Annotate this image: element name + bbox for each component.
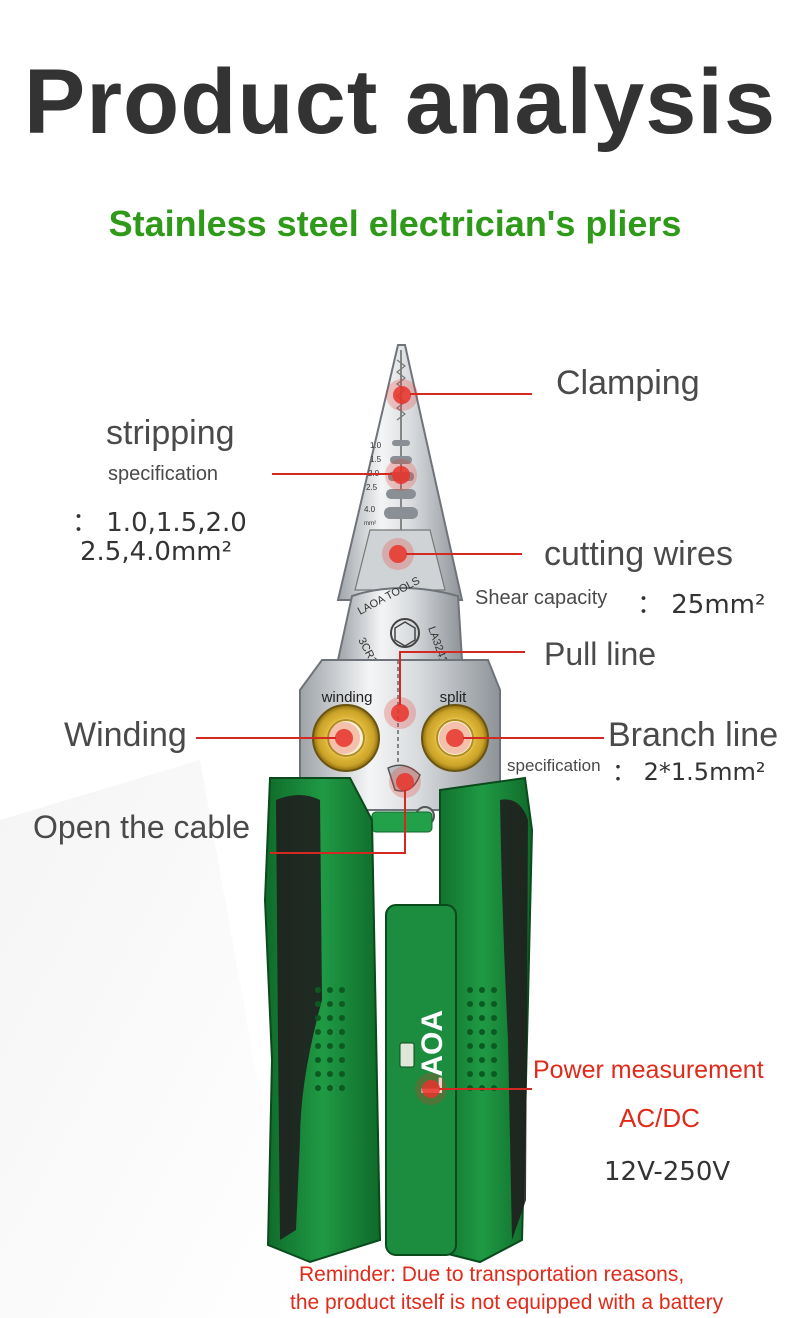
gauge-label-4: 2.5 [366,483,378,492]
callout-shear-label: Shear capacity [475,587,608,609]
callout-power-measurement: Power measurement [533,1056,764,1084]
callout-acdc: AC/DC [619,1103,700,1133]
callout-branch-line: Branch line [608,716,779,754]
callout-stripping-values-1: ： 1.0,1.5,2.0 [72,508,247,538]
callout-pull-line: Pull line [544,636,657,672]
callout-stripping-spec-label: specification [108,463,219,485]
gauge-label-2: 1.5 [370,455,382,464]
reminder-line-1: Reminder: Due to transportation reasons, [299,1263,685,1286]
callout-clamping: Clamping [556,364,700,402]
callout-winding: Winding [64,716,187,754]
callout-stripping-values-2: 2.5,4.0mm² [80,537,233,567]
hole-label-winding: winding [321,689,373,706]
callout-leader-lines [196,393,604,1090]
callout-shear-value: ： 25mm² [637,590,766,620]
page-subtitle: Stainless steel electrician's pliers [108,203,682,244]
callout-markers [328,379,471,1105]
gauge-unit: mm² [364,521,376,527]
callout-stripping: stripping [106,414,235,452]
reminder-line-2: the product itself is not equipped with … [290,1291,724,1314]
grip-dots [315,987,497,1091]
pliers-left-handle [263,777,382,1264]
callout-voltage-range: 12V-250V [604,1157,731,1187]
callout-branch-spec-label: specification [507,756,601,775]
hole-label-split: split [440,689,468,706]
voltage-tester-module [385,904,457,1256]
callout-cutting-wires: cutting wires [544,535,733,573]
callout-open-cable: Open the cable [33,809,251,845]
background-shadow [0,760,300,1318]
callout-branch-spec-value: ： 2*1.5mm² [612,758,766,786]
gauge-label-5: 4.0 [364,505,376,514]
gauge-label-1: 1.0 [370,441,382,450]
page-title: Product analysis [23,51,777,153]
